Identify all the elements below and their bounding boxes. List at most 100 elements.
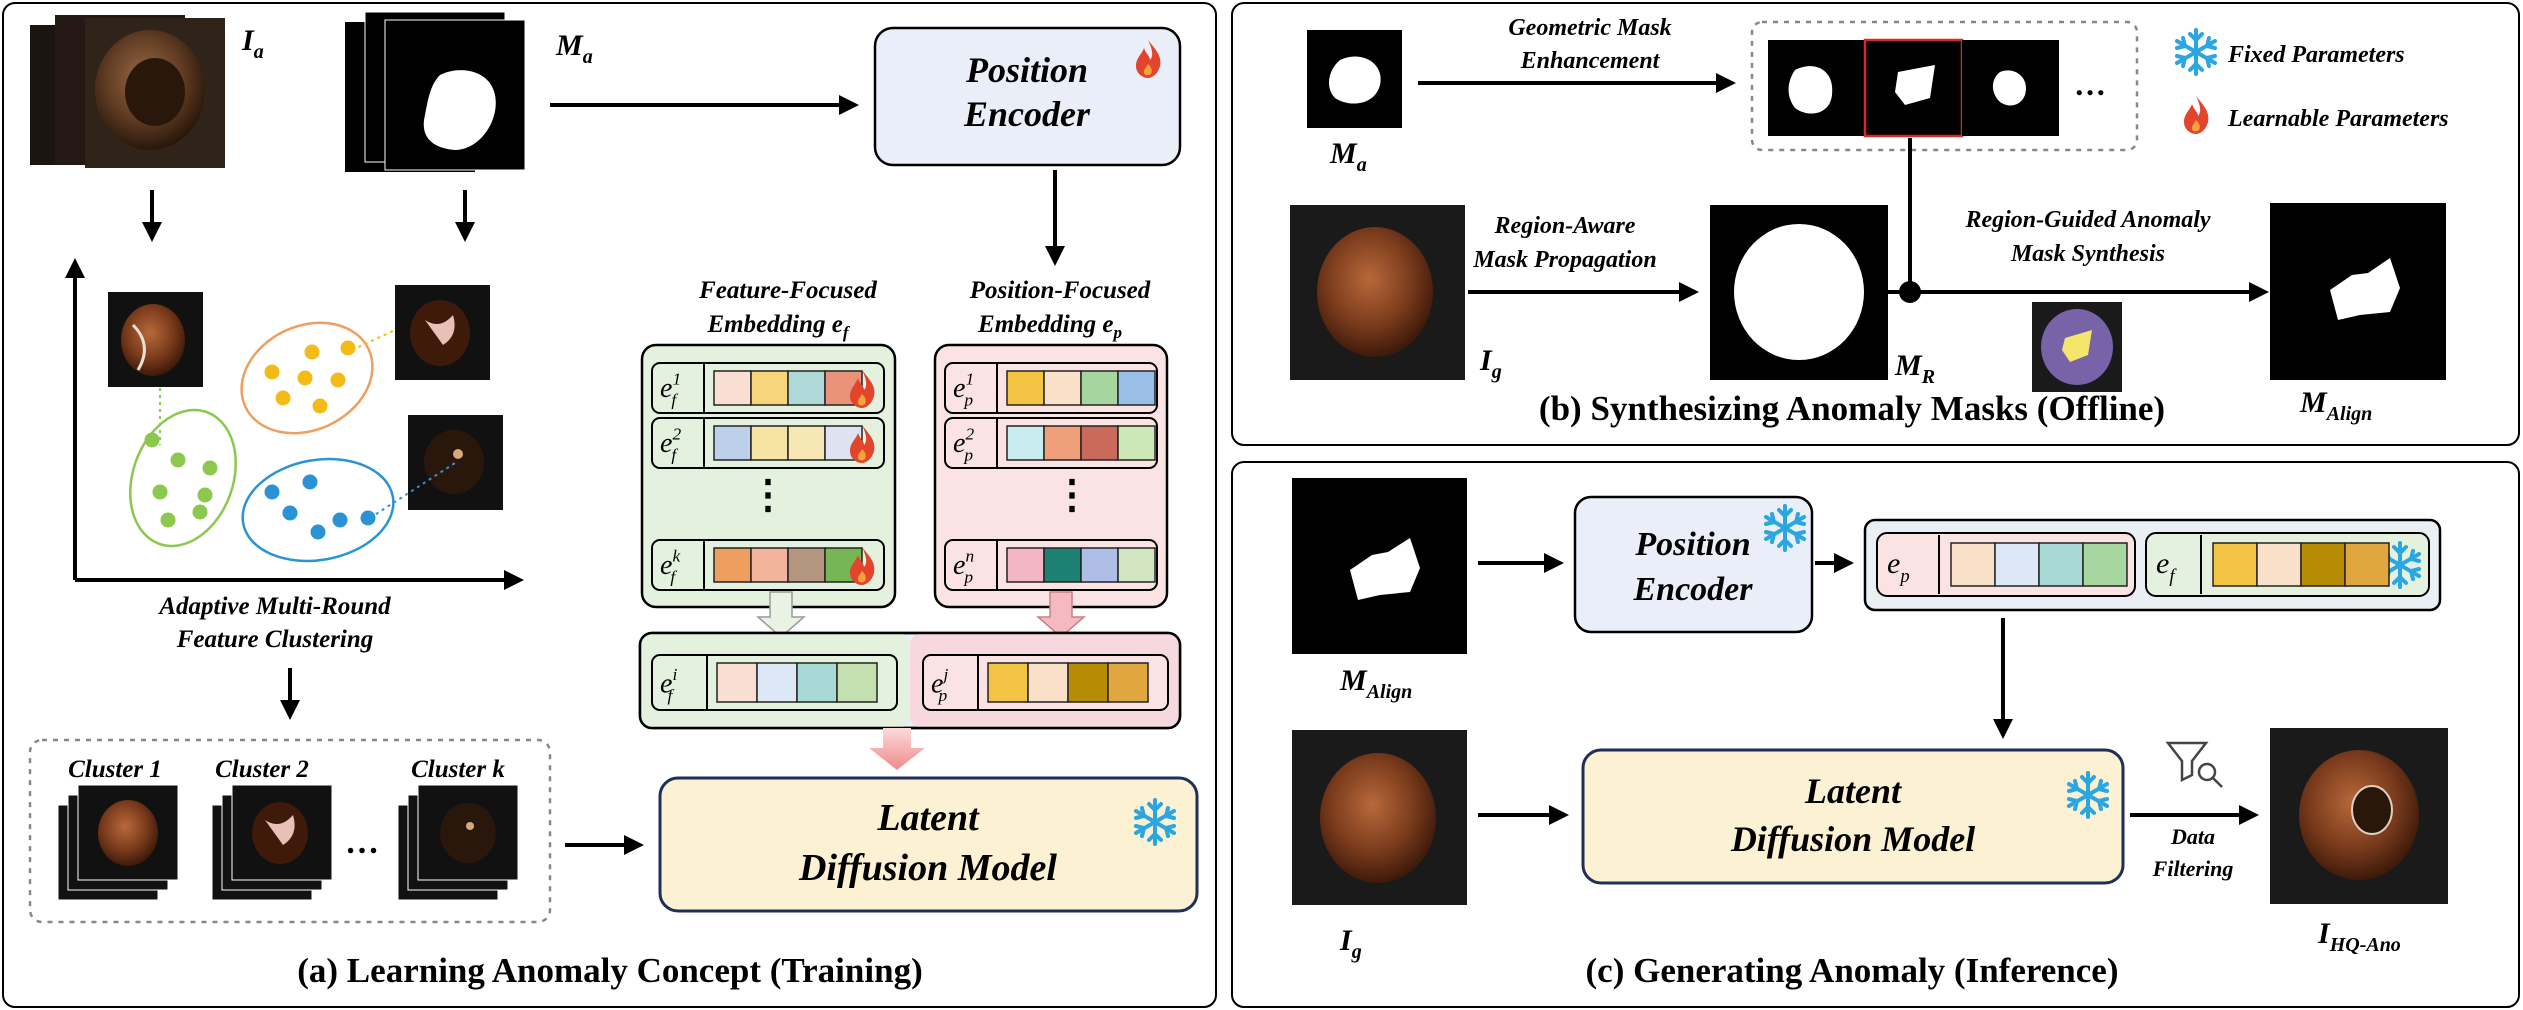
image-label-ig-c: Ig: [1339, 924, 1362, 963]
panel-c-border: [1231, 461, 2520, 1008]
embedding-cell: [1117, 370, 1156, 406]
cluster-ellipsis: …: [345, 824, 379, 861]
embedding-symbol: ep: [1887, 547, 1910, 587]
arrow-embedding-to-ldm: [869, 728, 925, 770]
training-image-stack: [30, 15, 225, 168]
inference-ep-embedding: ep: [1887, 535, 2128, 594]
region-aware-label-2: Mask Propagation: [1472, 247, 1656, 273]
legend-snowflake-icon: [2175, 28, 2217, 76]
mask-malign-b: [2270, 203, 2446, 380]
position-vertical-dots: ⋮: [1052, 472, 1092, 517]
mask-mr: [1710, 205, 1888, 380]
arrow-position-select: [1035, 591, 1087, 638]
position-embedding-title-2: Embedding ep: [977, 311, 1122, 342]
embedding-cell: [1006, 370, 1045, 406]
embedding-cell: [750, 370, 789, 406]
embedding-cell: [1043, 425, 1082, 461]
filter-icon: [2165, 741, 2223, 788]
embedding-cell: [1950, 542, 1996, 587]
embedding-cell: [2038, 542, 2084, 587]
mask-ma-b: [1307, 30, 1402, 128]
svg-text:Latent: Latent: [1804, 771, 1902, 811]
cluster-2-label: Cluster 2: [215, 756, 309, 783]
embedding-cell: [1027, 662, 1069, 703]
cluster-1-stack: [57, 784, 179, 901]
latent-diffusion-model-a: Latent Diffusion Model: [658, 776, 1199, 913]
embedding-cell: [2256, 542, 2302, 587]
legend-fire-icon: [2184, 96, 2209, 134]
svg-text:Position: Position: [965, 50, 1088, 90]
mask-label-ma-b: Ma: [1329, 137, 1367, 176]
embedding-cell: [787, 425, 826, 461]
clustering-plot: [65, 258, 524, 590]
position-embedding-title-1: Position-Focused: [969, 277, 1151, 304]
feature-vertical-dots: ⋮: [748, 472, 788, 517]
mask-label-ma: Ma: [555, 29, 593, 68]
panel-a-border: [2, 2, 1217, 1008]
panel-c-caption: (c) Generating Anomaly (Inference): [1586, 951, 2119, 990]
embedding-symbol: ef: [2156, 547, 2177, 587]
panel-a-caption: (a) Learning Anomaly Concept (Training): [297, 951, 922, 990]
embedding-cell: [750, 547, 789, 583]
latent-diffusion-model-c: Latent Diffusion Model: [1581, 748, 2125, 885]
svg-text:Encoder: Encoder: [1633, 571, 1754, 608]
image-label-ig-b: Ig: [1479, 344, 1502, 383]
legend-learnable-label: Learnable Parameters: [2227, 106, 2449, 132]
cluster-1-label: Cluster 1: [68, 756, 162, 783]
hazelnut-ig-b: [1290, 205, 1465, 380]
embedding-cell: [1117, 547, 1156, 583]
embedding-cell: [756, 662, 798, 703]
position-encoder-c: Position Encoder: [1573, 495, 1814, 634]
embedding-cell: [1107, 662, 1149, 703]
clustering-label-1: Adaptive Multi-Round: [157, 593, 391, 620]
embedding-cell: [1080, 370, 1119, 406]
embedding-cell: [1067, 662, 1109, 703]
feature-embedding-title-1: Feature-Focused: [698, 277, 877, 304]
geometric-label-1: Geometric Mask: [1508, 15, 1671, 41]
embedding-cell: [2212, 542, 2258, 587]
mask-label-mr: MR: [1894, 349, 1935, 388]
embedding-cell: [1043, 547, 1082, 583]
embedding-cell: [750, 425, 789, 461]
panel-b-border: [1231, 2, 2520, 446]
augmented-mask-box: [1750, 20, 2139, 152]
cluster-2-stack: [211, 784, 333, 901]
svg-text:Diffusion Model: Diffusion Model: [798, 847, 1057, 889]
geometric-label-2: Enhancement: [1520, 48, 1661, 74]
embedding-cell: [787, 370, 826, 406]
mask-label-malign-b: MAlign: [2299, 386, 2372, 425]
embedding-cell: [716, 662, 758, 703]
region-guided-label-2: Mask Synthesis: [2010, 241, 2165, 267]
clustering-label-2: Feature Clustering: [176, 626, 374, 653]
embedding-cell: [1080, 425, 1119, 461]
embedding-cell: [2344, 542, 2390, 587]
svg-text:Position: Position: [1634, 526, 1750, 563]
embedding-cell: [2300, 542, 2346, 587]
mask-label-malign-c: MAlign: [1339, 664, 1412, 703]
svg-text:Latent: Latent: [876, 797, 980, 839]
panel-b-caption: (b) Synthesizing Anomaly Masks (Offline): [1539, 389, 2165, 428]
embedding-cell: [1117, 425, 1156, 461]
cluster-k-label: Cluster k: [411, 756, 505, 783]
image-label-ia: Ia: [241, 24, 264, 63]
svg-text:Diffusion Model: Diffusion Model: [1730, 819, 1975, 859]
embedding-cell: [713, 547, 752, 583]
mask-malign-c: [1292, 478, 1467, 654]
embedding-cell: [1006, 547, 1045, 583]
embedding-cell: [1080, 547, 1119, 583]
cluster-k-stack: [397, 784, 519, 901]
embedding-cell: [836, 662, 878, 703]
augmented-masks: [1768, 38, 2059, 138]
augmented-ellipsis: …: [2074, 66, 2106, 102]
filtering-label-1: Data: [2170, 824, 2215, 849]
hazelnut-ig-c: [1292, 730, 1467, 905]
